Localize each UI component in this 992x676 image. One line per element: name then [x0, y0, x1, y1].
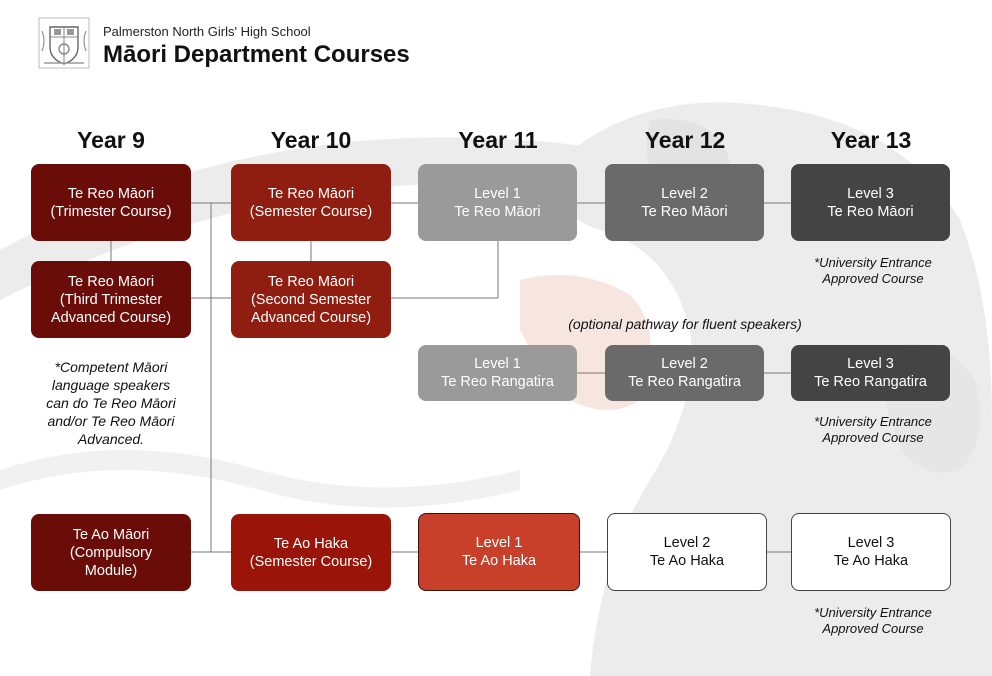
- course-level-3-te-ao-haka: Level 3 Te Ao Haka: [791, 513, 951, 591]
- course-level-1-te-reo-rangatira: Level 1 Te Reo Rangatira: [418, 345, 577, 401]
- course-detail: (Third Trimester: [59, 291, 163, 308]
- note-line: Approved Course: [822, 621, 924, 636]
- course-title: Te Reo Māori: [67, 185, 155, 202]
- course-title: Te Reo Māori: [454, 203, 541, 220]
- course-level: Level 3: [847, 535, 895, 551]
- course-detail: Module): [84, 562, 138, 579]
- note-line: and/or Te Reo Māori: [47, 413, 175, 429]
- page-title: Māori Department Courses: [103, 41, 410, 68]
- school-crest-logo: [38, 17, 90, 69]
- course-te-reo-maori-second-semester-advanced: Te Reo Māori (Second Semester Advanced C…: [231, 261, 391, 338]
- course-level: Level 2: [663, 535, 711, 551]
- course-title: Te Reo Māori: [827, 203, 914, 220]
- course-title: Te Ao Haka: [649, 553, 725, 569]
- note-line: Approved Course: [822, 271, 924, 286]
- course-level-3-te-reo-maori: Level 3 Te Reo Māori: [791, 164, 950, 241]
- course-detail: (Trimester Course): [50, 203, 172, 220]
- year-12-heading: Year 12: [644, 127, 726, 153]
- note-line: Advanced.: [77, 431, 145, 447]
- course-title: Te Ao Haka: [461, 553, 537, 569]
- course-title: Te Reo Māori: [641, 203, 728, 220]
- course-te-reo-maori-trimester: Te Reo Māori (Trimester Course): [31, 164, 191, 241]
- course-te-reo-maori-semester: Te Reo Māori (Semester Course): [231, 164, 391, 241]
- course-detail: Advanced Course): [50, 309, 172, 326]
- course-title: Te Reo Māori: [267, 185, 355, 202]
- course-title: Te Reo Māori: [267, 273, 355, 290]
- note-line: *University Entrance: [814, 255, 932, 270]
- course-title: Te Reo Rangatira: [628, 374, 741, 390]
- note-line: *University Entrance: [814, 414, 932, 429]
- course-level: Level 2: [661, 356, 708, 372]
- course-detail: (Compulsory: [69, 544, 153, 561]
- course-detail: (Semester Course): [249, 553, 373, 570]
- school-name: Palmerston North Girls' High School: [103, 24, 311, 39]
- course-level-2-te-reo-rangatira: Level 2 Te Reo Rangatira: [605, 345, 764, 401]
- course-detail: (Second Semester: [250, 291, 372, 308]
- optional-pathway-note: (optional pathway for fluent speakers): [530, 315, 840, 333]
- ue-approved-note-reo: *University Entrance Approved Course: [791, 255, 955, 287]
- year-11-heading: Year 11: [458, 127, 538, 153]
- note-line: language speakers: [51, 377, 171, 393]
- course-title: Te Ao Māori: [72, 526, 150, 543]
- course-level-1-te-ao-haka: Level 1 Te Ao Haka: [418, 513, 580, 591]
- course-te-reo-maori-third-trimester-advanced: Te Reo Māori (Third Trimester Advanced C…: [31, 261, 191, 338]
- note-line: (optional pathway for fluent speakers): [568, 316, 802, 332]
- ue-approved-note-haka: *University Entrance Approved Course: [791, 605, 955, 637]
- course-level-3-te-reo-rangatira: Level 3 Te Reo Rangatira: [791, 345, 950, 401]
- course-level: Level 1: [474, 356, 521, 372]
- year-9-heading: Year 9: [77, 127, 145, 153]
- course-title: Te Reo Rangatira: [441, 374, 554, 390]
- note-line: *University Entrance: [814, 605, 932, 620]
- course-level: Level 1: [474, 185, 521, 202]
- note-line: *Competent Māori: [54, 359, 168, 375]
- course-level-2-te-reo-maori: Level 2 Te Reo Māori: [605, 164, 764, 241]
- course-title: Te Ao Haka: [833, 553, 909, 569]
- ue-approved-note-rangatira: *University Entrance Approved Course: [791, 414, 955, 446]
- course-title: Te Reo Rangatira: [814, 374, 927, 390]
- course-level: Level 1: [475, 535, 523, 551]
- course-detail: Advanced Course): [250, 309, 372, 326]
- course-level: Level 3: [847, 185, 894, 202]
- course-level-2-te-ao-haka: Level 2 Te Ao Haka: [607, 513, 767, 591]
- year-10-heading: Year 10: [270, 127, 352, 153]
- note-line: can do Te Reo Māori: [46, 395, 176, 411]
- course-level-1-te-reo-maori: Level 1 Te Reo Māori: [418, 164, 577, 241]
- course-te-ao-haka-semester: Te Ao Haka (Semester Course): [231, 514, 391, 591]
- course-level: Level 3: [847, 356, 894, 372]
- year-13-heading: Year 13: [830, 127, 912, 153]
- note-line: Approved Course: [822, 430, 924, 445]
- course-te-ao-maori-compulsory: Te Ao Māori (Compulsory Module): [31, 514, 191, 591]
- course-title: Te Reo Māori: [67, 273, 155, 290]
- course-level: Level 2: [661, 185, 708, 202]
- competent-speakers-note: *Competent Māori language speakers can d…: [31, 358, 191, 448]
- course-title: Te Ao Haka: [273, 535, 349, 552]
- course-detail: (Semester Course): [249, 203, 373, 220]
